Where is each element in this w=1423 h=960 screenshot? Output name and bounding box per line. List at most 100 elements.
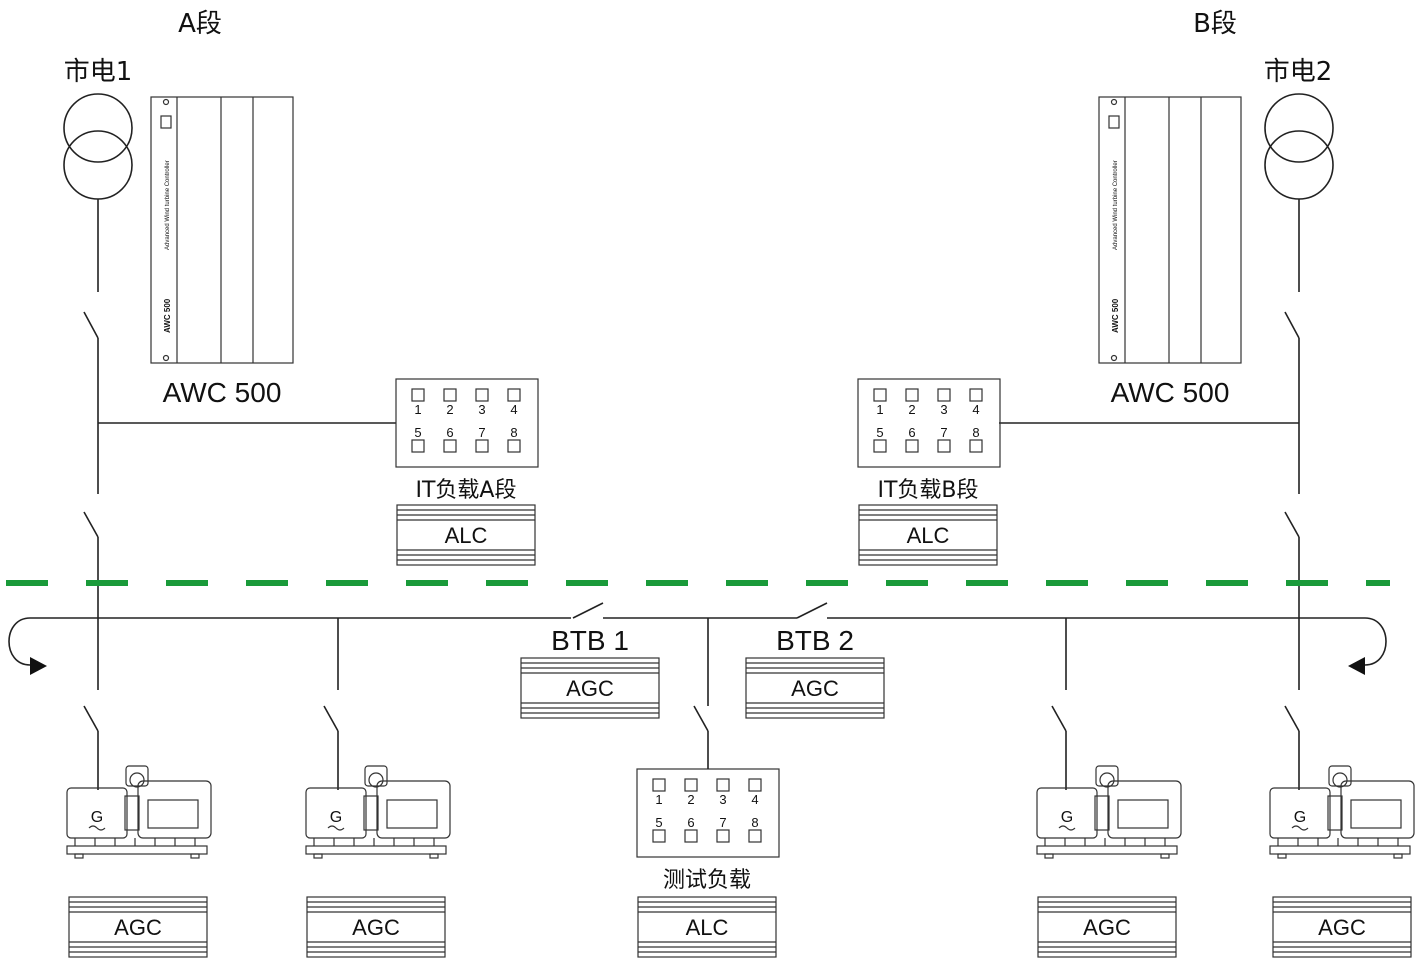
controller-label: AGC	[114, 915, 162, 940]
awc-label-left: AWC 500	[163, 377, 282, 408]
channel-5-label: 5	[655, 815, 662, 830]
alc-controller-b: ALC	[858, 504, 998, 566]
awc-panel-subtitle-right: Advanced Wind turbine Controller	[1113, 160, 1119, 250]
channel-6-indicator	[443, 439, 457, 453]
switch-icon	[1284, 311, 1300, 339]
channel-8-indicator	[507, 439, 521, 453]
controller-label: AGC	[1083, 915, 1131, 940]
controller-label: AGC	[1318, 915, 1366, 940]
switch-icon	[323, 705, 339, 732]
channel-2-label: 2	[908, 402, 915, 417]
channel-4-label: 4	[751, 792, 758, 807]
channel-7-indicator	[716, 829, 730, 843]
generator-symbol: G	[1061, 809, 1073, 826]
channel-1-label: 1	[876, 402, 883, 417]
awc-cabinet-left: Advanced Wind turbine Controller AWC 500	[150, 96, 294, 364]
channel-4-indicator	[748, 778, 762, 792]
grid-1-label: 市电1	[64, 57, 133, 87]
transformer-1-icon	[63, 93, 133, 200]
channel-4-indicator	[969, 388, 983, 402]
controller-label: AGC	[566, 676, 614, 701]
controller-label: AGC	[352, 915, 400, 940]
channel-2-indicator	[684, 778, 698, 792]
agc-controller-gen3: AGC	[1037, 896, 1177, 958]
agc-controller-gen2: AGC	[306, 896, 446, 958]
channel-7-label: 7	[940, 425, 947, 440]
right-feeder	[999, 199, 1300, 790]
channel-2-indicator	[443, 388, 457, 402]
channel-8-label: 8	[972, 425, 979, 440]
controller-label: AGC	[791, 676, 839, 701]
switch-icon	[83, 311, 99, 339]
channel-3-label: 3	[940, 402, 947, 417]
switch-icon	[693, 705, 709, 732]
controller-label: ALC	[445, 523, 488, 548]
channel-7-label: 7	[719, 815, 726, 830]
section-b-title: B段	[1193, 9, 1237, 39]
channel-7-label: 7	[478, 425, 485, 440]
arrowhead-left-icon	[30, 657, 47, 675]
channel-6-label: 6	[908, 425, 915, 440]
channel-1-indicator	[652, 778, 666, 792]
generator-set-3: G	[1036, 765, 1182, 859]
section-a-title: A段	[178, 9, 222, 39]
channel-8-indicator	[969, 439, 983, 453]
btb2-switch-icon	[796, 602, 828, 619]
channel-8-label: 8	[751, 815, 758, 830]
awc-cabinet-right: Advanced Wind turbine Controller AWC 500	[1098, 96, 1242, 364]
agc-controller-gen4: AGC	[1272, 896, 1412, 958]
alc-controller-test: ALC	[637, 896, 777, 958]
channel-3-label: 3	[478, 402, 485, 417]
channel-2-label: 2	[446, 402, 453, 417]
btb2-label: BTB 2	[776, 625, 854, 656]
btb1-label: BTB 1	[551, 625, 629, 656]
controller-label: ALC	[907, 523, 950, 548]
channel-2-indicator	[905, 388, 919, 402]
switch-icon	[83, 511, 99, 538]
switch-icon	[83, 705, 99, 732]
channel-5-indicator	[873, 439, 887, 453]
channel-3-indicator	[937, 388, 951, 402]
channel-1-indicator	[411, 388, 425, 402]
channel-5-indicator	[411, 439, 425, 453]
channel-6-label: 6	[687, 815, 694, 830]
channel-5-indicator	[652, 829, 666, 843]
awc-label-right: AWC 500	[1111, 377, 1230, 408]
generator-set-4: G	[1269, 765, 1415, 859]
ac-wave-icon	[327, 825, 345, 831]
arrowhead-right-icon	[1348, 657, 1365, 675]
agc-controller-btb2: AGC	[745, 657, 885, 719]
it-load-b-label: IT负载B段	[877, 478, 978, 503]
channel-8-label: 8	[510, 425, 517, 440]
bus-drops	[323, 618, 1067, 790]
test-load-label: 测试负载	[663, 868, 751, 893]
channel-6-indicator	[684, 829, 698, 843]
awc-panel-model-right: AWC 500	[1111, 298, 1120, 333]
channel-4-indicator	[507, 388, 521, 402]
channel-2-label: 2	[687, 792, 694, 807]
channel-6-label: 6	[446, 425, 453, 440]
channel-1-indicator	[873, 388, 887, 402]
generator-symbol: G	[330, 809, 342, 826]
channel-5-label: 5	[876, 425, 883, 440]
transformer-2-icon	[1264, 93, 1334, 200]
ring-arrow-right-icon	[1364, 617, 1387, 666]
grid-2-label: 市电2	[1264, 57, 1333, 87]
channel-7-indicator	[475, 439, 489, 453]
switch-icon	[1284, 511, 1300, 538]
generator-set-1: G	[66, 765, 212, 859]
awc-panel-subtitle-left: Advanced Wind turbine Controller	[165, 160, 171, 250]
agc-controller-gen1: AGC	[68, 896, 208, 958]
generator-symbol: G	[1294, 809, 1306, 826]
awc-panel-model-left: AWC 500	[163, 298, 172, 333]
channel-3-label: 3	[719, 792, 726, 807]
switch-icon	[1051, 705, 1067, 732]
ring-arrow-left-icon	[8, 617, 31, 666]
controller-label: ALC	[686, 915, 729, 940]
it-load-a-label: IT负载A段	[416, 478, 517, 503]
channel-3-indicator	[716, 778, 730, 792]
channel-1-label: 1	[414, 402, 421, 417]
